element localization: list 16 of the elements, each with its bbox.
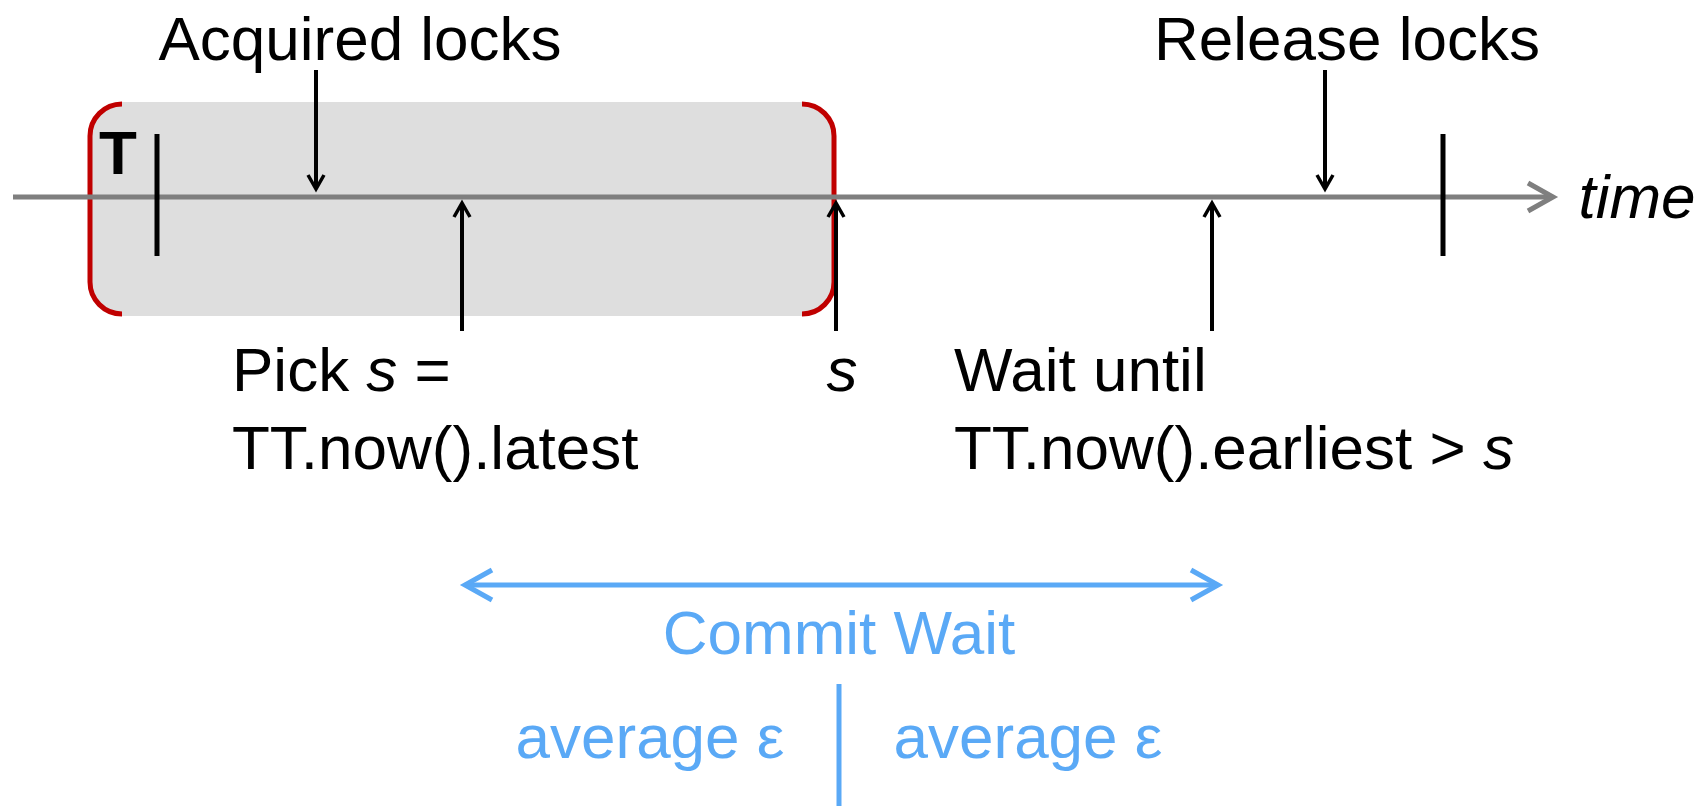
- arrow: [306, 70, 326, 191]
- dimension-label: Commit Wait: [661, 597, 1017, 669]
- interval-label: average ε: [892, 701, 1164, 773]
- timeline-label: T: [98, 117, 138, 189]
- interval-label: average ε: [514, 701, 786, 773]
- shaded-interval-box: [88, 102, 836, 316]
- node-text: Release locks: [1154, 4, 1540, 73]
- node-text: Wait until TT.now().earliest > s: [954, 335, 1514, 482]
- node-text: Acquired locks: [158, 4, 562, 73]
- arrow: [452, 201, 472, 331]
- node-text: Pick s = TT.now().latest: [232, 335, 639, 482]
- arrow: [1315, 70, 1335, 191]
- axis-label: time: [1577, 161, 1697, 233]
- node-text: s: [826, 335, 858, 404]
- arrow: [826, 201, 846, 331]
- arrow: [1202, 201, 1222, 331]
